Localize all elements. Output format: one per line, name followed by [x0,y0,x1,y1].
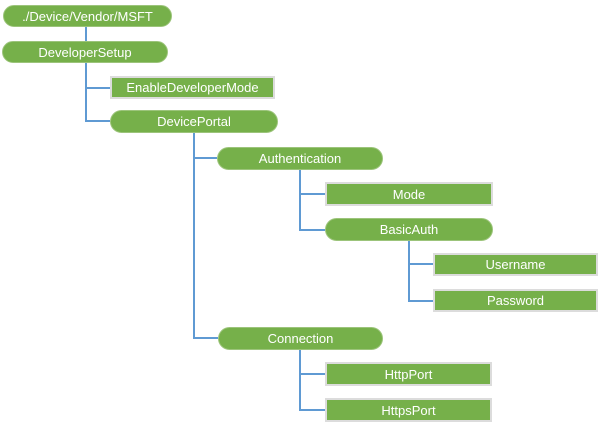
node-http-port: HttpPort [325,362,492,386]
connector [85,120,110,122]
connector [193,157,217,159]
node-connection: Connection [218,327,383,350]
connector [299,350,301,411]
node-https-port: HttpsPort [325,398,492,422]
connector [299,409,325,411]
connector [85,27,87,41]
node-device-portal: DevicePortal [110,110,278,133]
node-developer-setup: DeveloperSetup [2,41,168,63]
node-mode: Mode [325,182,493,206]
node-basic-auth: BasicAuth [325,218,493,241]
node-authentication: Authentication [217,147,383,170]
node-enable-developer-mode: EnableDeveloperMode [110,76,275,99]
connector [299,229,325,231]
connector [85,63,87,122]
connector [299,170,301,231]
node-username: Username [433,253,598,276]
connector [408,241,410,302]
connector [193,133,195,339]
connector [408,300,433,302]
connector [299,373,325,375]
node-password: Password [433,289,598,312]
connector [85,87,110,89]
node-root: ./Device/Vendor/MSFT [3,5,172,27]
connector [193,337,218,339]
connector [408,263,433,265]
connector [299,193,325,195]
